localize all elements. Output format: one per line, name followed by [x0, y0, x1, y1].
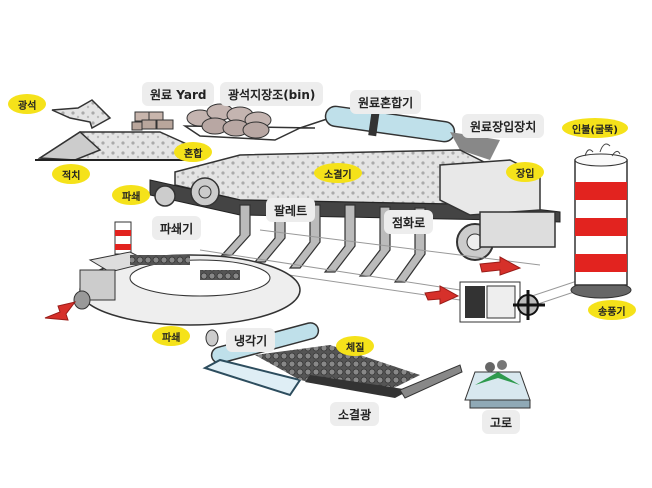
label-sinter-machine: 소결기 [314, 163, 362, 183]
label-raw-mixer: 원료혼합기 [350, 90, 422, 114]
label-ore-bin: 광석지장조(bin) [220, 82, 324, 106]
label-mixing: 혼합 [174, 142, 213, 162]
label-stack: 인불(굴뚝) [562, 118, 628, 138]
label-blast-furnace: 고로 [482, 410, 521, 434]
main-stack [570, 143, 632, 299]
ore-bins [182, 103, 316, 141]
label-blower: 송풍기 [588, 300, 636, 320]
crusher-machine [154, 177, 220, 207]
label-stockpile: 적치 [52, 164, 91, 184]
gas-flow-arrow-2 [424, 285, 460, 305]
label-crushing-bottom: 파쇄 [152, 326, 191, 346]
raw-yard-blocks [131, 111, 174, 131]
label-sinter-ore: 소결광 [330, 402, 380, 426]
raw-mixer-drum [299, 105, 500, 160]
air-inlet-arrow [44, 301, 77, 321]
gas-flow-arrow-1 [479, 256, 522, 276]
cooler-ring [73, 251, 301, 326]
label-raw-yard: 원료 Yard [142, 82, 215, 106]
ore-arrow [51, 99, 112, 130]
label-ore: 광석 [8, 94, 47, 114]
label-screening: 체질 [336, 336, 375, 356]
label-ignition-furnace: 점화로 [384, 210, 434, 234]
label-crushing-top: 파쇄 [112, 185, 151, 205]
label-raw-charging-device: 원료장입장치 [462, 114, 545, 138]
blast-furnace [399, 360, 531, 409]
cooler-discharge [202, 322, 420, 398]
label-crusher: 파쇄기 [152, 216, 202, 240]
small-stack [114, 221, 132, 255]
label-cooler: 냉각기 [226, 328, 276, 352]
label-charging: 장입 [506, 162, 545, 182]
label-pallet: 팔레트 [266, 198, 316, 222]
electrostatic-precipitator [459, 281, 545, 323]
